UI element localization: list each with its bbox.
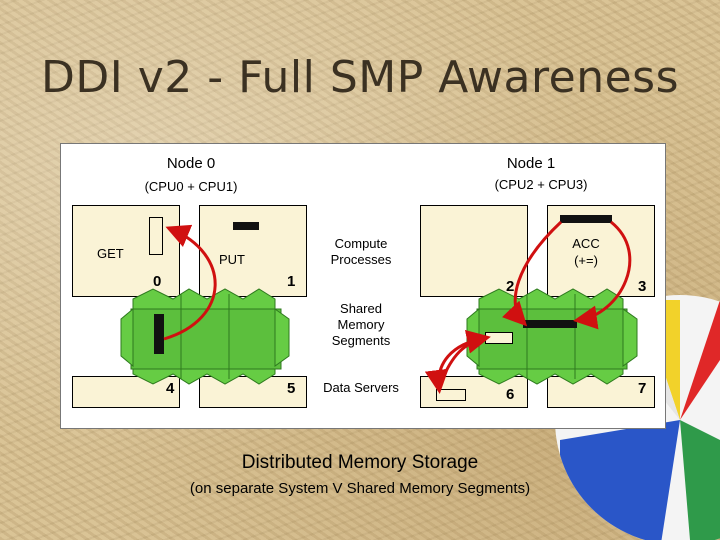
diagram-frame: Node 0 (CPU0 + CPU1) Node 1 (CPU2 + CPU3… — [60, 143, 666, 429]
shared-memory-caption: (on separate System V Shared Memory Segm… — [0, 480, 720, 497]
distributed-memory-caption: Distributed Memory Storage — [0, 452, 720, 474]
data-flow-arrows — [61, 144, 665, 428]
